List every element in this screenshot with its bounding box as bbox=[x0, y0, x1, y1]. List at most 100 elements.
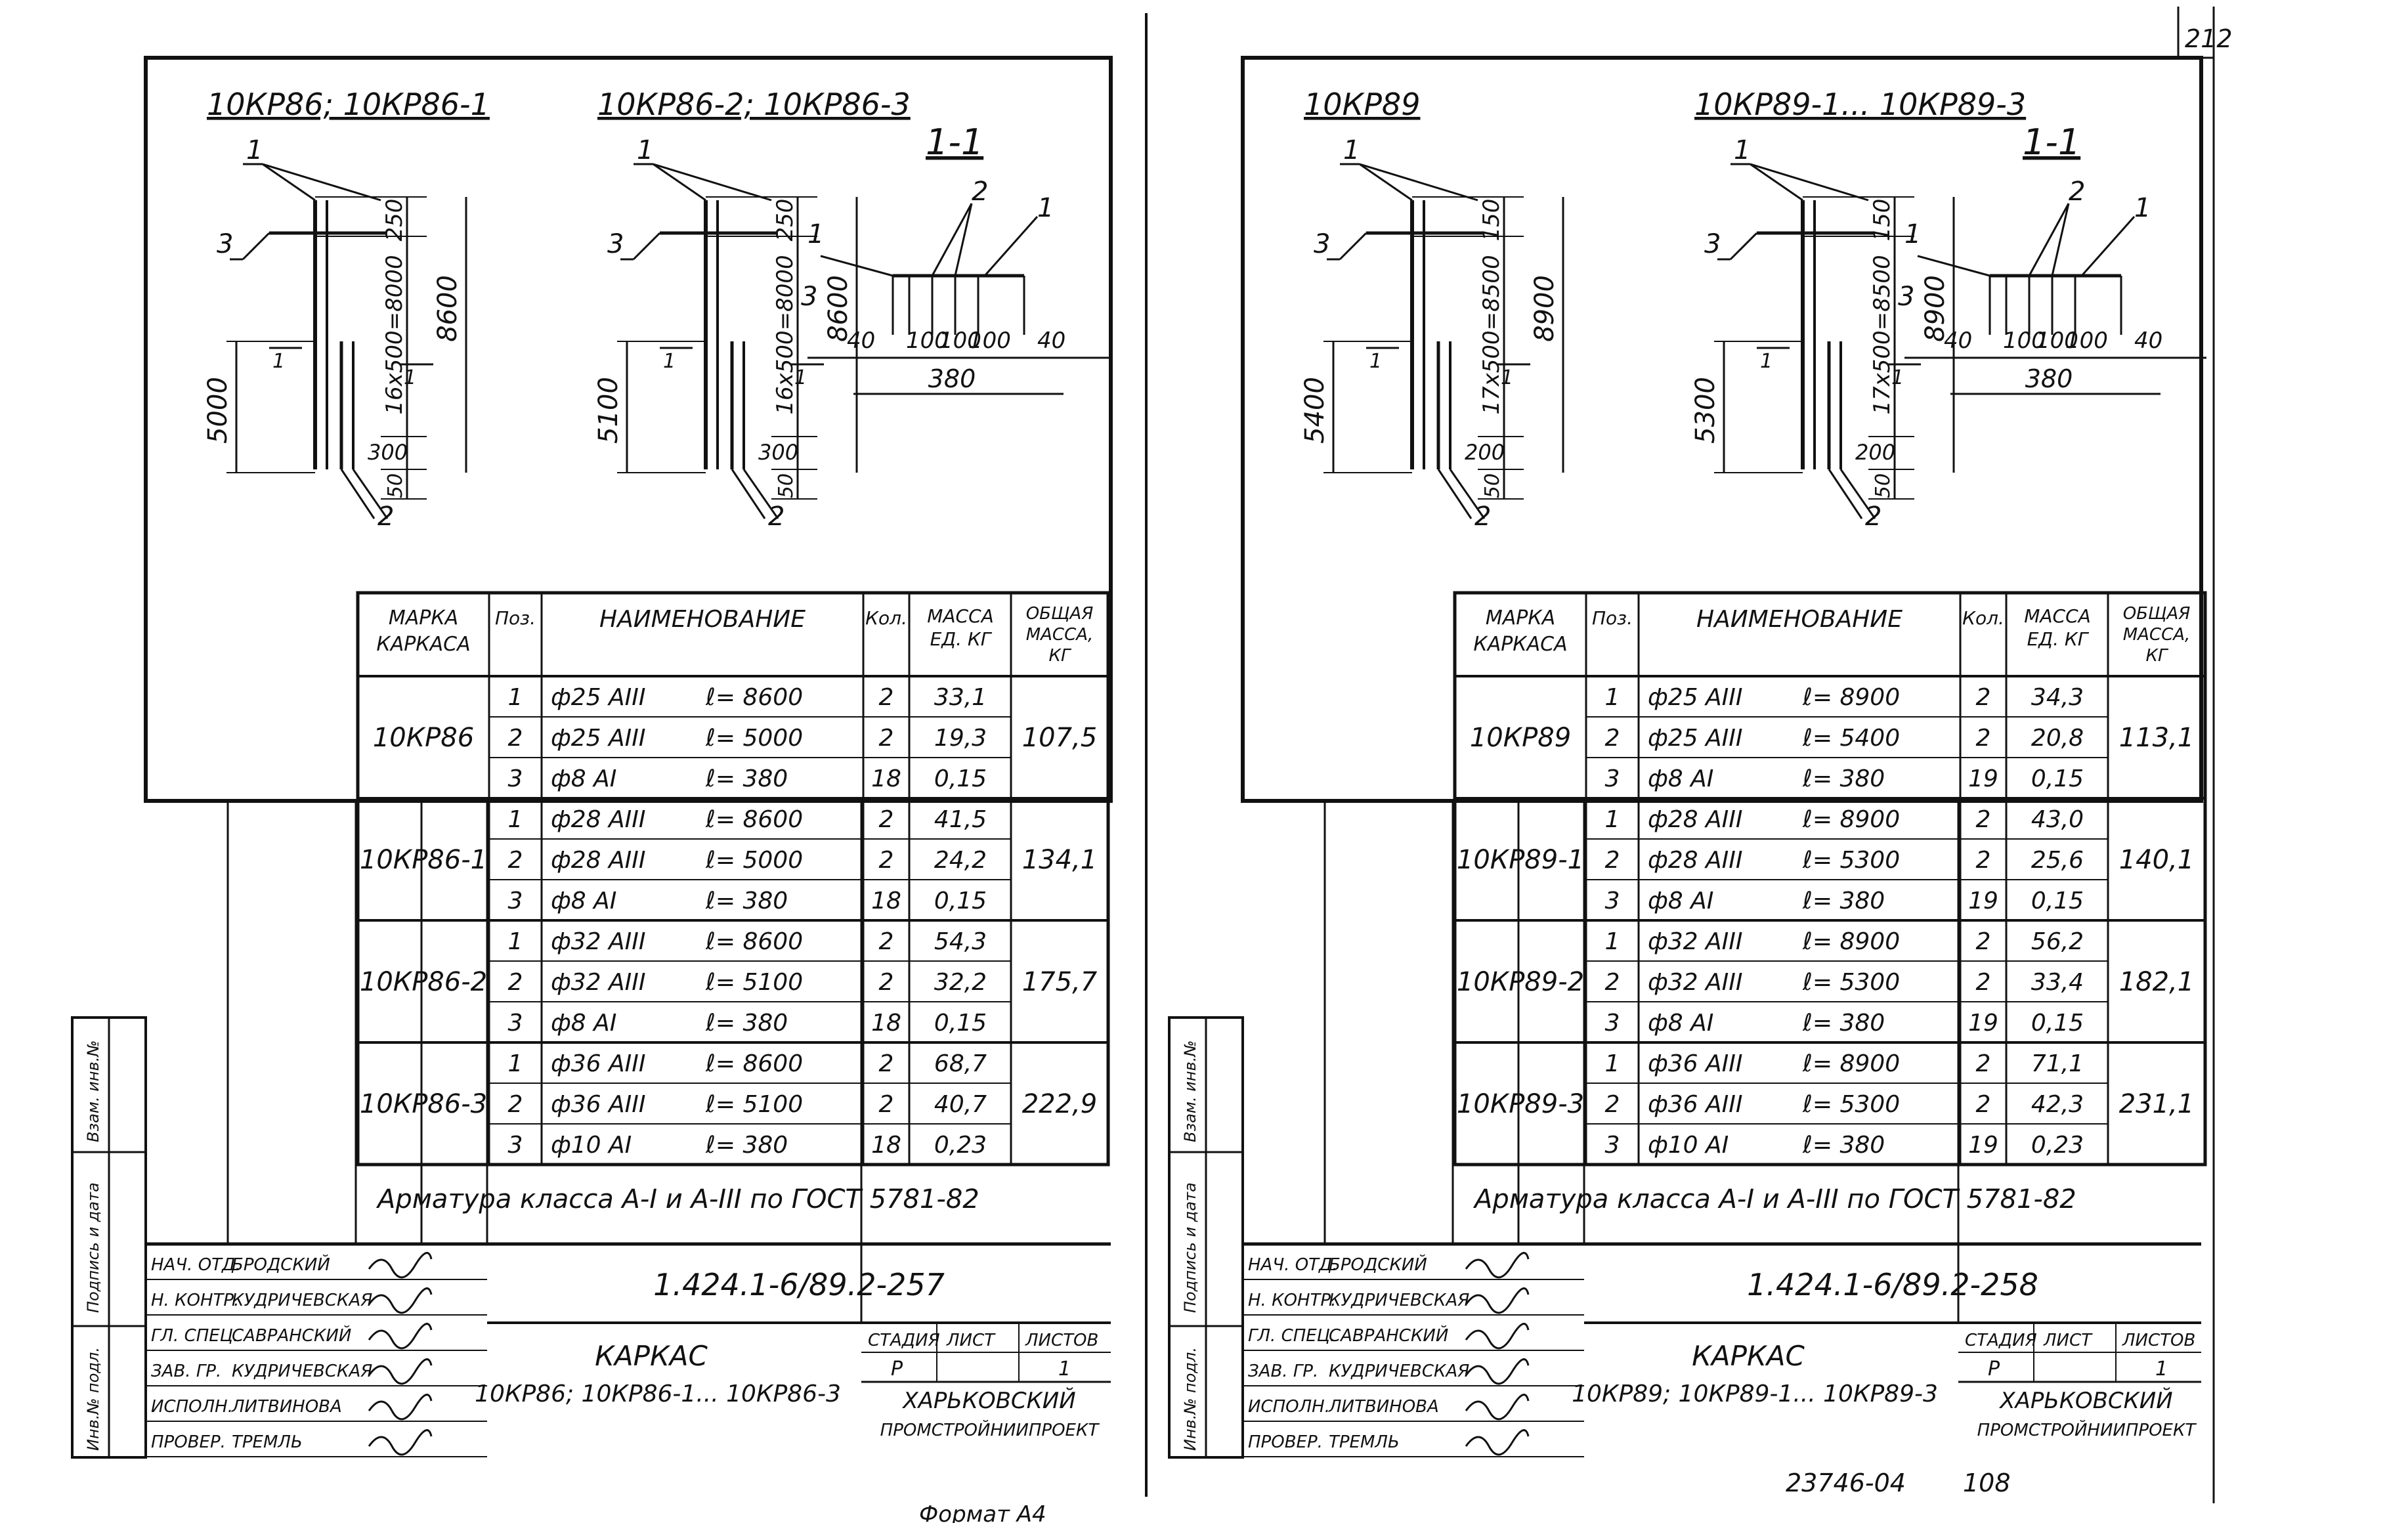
callout-1: 1 bbox=[807, 219, 824, 249]
th-massa: МАССА bbox=[927, 605, 994, 627]
section-mark-label: 1 bbox=[1760, 350, 1773, 373]
signature-mark bbox=[1465, 1323, 1530, 1350]
cell-mass: 25,6 bbox=[2031, 847, 2084, 874]
leader bbox=[731, 469, 766, 519]
th-kol: Кол. bbox=[1962, 607, 2004, 629]
cell-poz: 3 bbox=[508, 1010, 523, 1037]
leader bbox=[1917, 255, 1990, 277]
th-marka: КАРКАСА bbox=[376, 633, 470, 656]
cell-length: ℓ= 5400 bbox=[1802, 725, 1900, 752]
callout-3: 3 bbox=[801, 282, 817, 312]
elevation-title: 10КР86; 10КР86-1 bbox=[207, 87, 490, 122]
table-mark: 10КР89-1 bbox=[1457, 845, 1584, 875]
cell-length: ℓ= 5100 bbox=[705, 969, 803, 996]
section-mark-label: 1 bbox=[663, 350, 676, 373]
cell-mass: 56,2 bbox=[2031, 928, 2084, 955]
cell-poz: 2 bbox=[508, 969, 523, 996]
cell-mass: 41,5 bbox=[934, 806, 987, 833]
table-mark: 10КР86-3 bbox=[360, 1089, 487, 1119]
dim-short: 5100 bbox=[593, 377, 624, 444]
side-label-vzam: Взам. инв.№ bbox=[84, 1040, 102, 1142]
rebar-note: Арматура класса А-I и А-III по ГОСТ 5781… bbox=[376, 1184, 979, 1214]
dim-top: 250 bbox=[772, 199, 798, 242]
cell-mass: 0,15 bbox=[934, 765, 987, 792]
list-label: ЛИСТ bbox=[2043, 1331, 2093, 1350]
list-label: ЛИСТ bbox=[946, 1331, 996, 1350]
signature-mark bbox=[368, 1287, 433, 1314]
cell-diameter: ф25 АIII bbox=[1648, 684, 1743, 711]
leader bbox=[262, 163, 316, 202]
stamp-role: ИСПОЛН. bbox=[1248, 1397, 1330, 1417]
dim-bottom-2: 50 bbox=[1872, 473, 1895, 498]
listov-value: 1 bbox=[1058, 1358, 1071, 1381]
table-total: 222,9 bbox=[1022, 1089, 1098, 1119]
leader bbox=[340, 469, 376, 519]
cell-length: ℓ= 5300 bbox=[1802, 1091, 1900, 1118]
cell-length: ℓ= 5000 bbox=[705, 847, 803, 874]
dim-bottom-1: 200 bbox=[1855, 440, 1895, 465]
drawing-subtitle: 10КР89; 10КР89-1... 10КР89-3 bbox=[1572, 1381, 1938, 1407]
stamp-name: БРОДСКИЙ bbox=[232, 1254, 330, 1275]
cell-poz: 3 bbox=[1605, 888, 1620, 914]
th-total: КГ bbox=[1049, 646, 1072, 666]
cell-poz: 2 bbox=[508, 1091, 523, 1118]
cell-diameter: ф8 АI bbox=[1648, 1010, 1713, 1037]
elevation-title: 10КР89 bbox=[1304, 87, 1420, 122]
cell-kol: 2 bbox=[879, 684, 894, 711]
cell-mass: 68,7 bbox=[934, 1050, 987, 1077]
cell-diameter: ф25 АIII bbox=[1648, 725, 1743, 752]
stamp-name: ТРЕМЛЬ bbox=[1329, 1432, 1400, 1452]
cell-mass: 24,2 bbox=[934, 847, 987, 874]
side-label-podpis: Подпись и дата bbox=[84, 1182, 102, 1313]
dim-bottom-1: 300 bbox=[758, 440, 798, 465]
stamp-role: НАЧ. ОТД. bbox=[151, 1255, 241, 1275]
drawing-title: КАРКАС bbox=[1692, 1340, 1805, 1372]
th-poz: Поз. bbox=[495, 607, 536, 629]
leader bbox=[352, 469, 389, 519]
doc-code: 1.424.1-6/89.2-258 bbox=[1747, 1267, 2038, 1302]
callout-3: 3 bbox=[1314, 229, 1330, 259]
cell-diameter: ф28 АIII bbox=[1648, 847, 1743, 874]
callout-1: 1 bbox=[1734, 135, 1750, 165]
leader bbox=[820, 255, 893, 277]
cell-mass: 0,15 bbox=[2031, 1010, 2084, 1037]
cell-poz: 1 bbox=[1605, 684, 1620, 711]
th-name: НАИМЕНОВАНИЕ bbox=[599, 606, 806, 633]
table-total: 182,1 bbox=[2119, 967, 2195, 997]
table-mark: 10КР89-3 bbox=[1457, 1089, 1584, 1119]
stamp-role: ГЛ. СПЕЦ. bbox=[151, 1326, 238, 1346]
th-total: МАССА, bbox=[1026, 625, 1094, 645]
cell-diameter: ф25 АIII bbox=[551, 725, 646, 752]
th-total: КГ bbox=[2146, 646, 2169, 666]
dim-short: 5400 bbox=[1300, 377, 1330, 444]
cell-kol: 2 bbox=[879, 1091, 894, 1118]
table-total: 107,5 bbox=[1022, 723, 1098, 753]
leader bbox=[2028, 203, 2070, 276]
elevation-1: 10КР86; 10КР86-11321125016x500=800030050… bbox=[203, 87, 490, 532]
page-number: 212 bbox=[2185, 24, 2233, 53]
listov-label: ЛИСТОВ bbox=[1025, 1331, 1098, 1350]
cell-mass: 33,4 bbox=[2031, 969, 2084, 996]
cell-diameter: ф8 АI bbox=[551, 765, 616, 792]
signature-mark bbox=[1465, 1252, 1530, 1279]
dim-total: 8600 bbox=[433, 275, 463, 342]
cell-length: ℓ= 5300 bbox=[1802, 969, 1900, 996]
table-total: 175,7 bbox=[1022, 967, 1098, 997]
table-mark: 10КР86-2 bbox=[360, 967, 487, 997]
cell-diameter: ф8 АI bbox=[1648, 765, 1713, 792]
dim-bottom-2: 50 bbox=[775, 473, 798, 498]
format-note: Формат А4 bbox=[919, 1501, 1046, 1523]
stadia-value: Р bbox=[1988, 1358, 2000, 1381]
cell-poz: 2 bbox=[1605, 847, 1620, 874]
